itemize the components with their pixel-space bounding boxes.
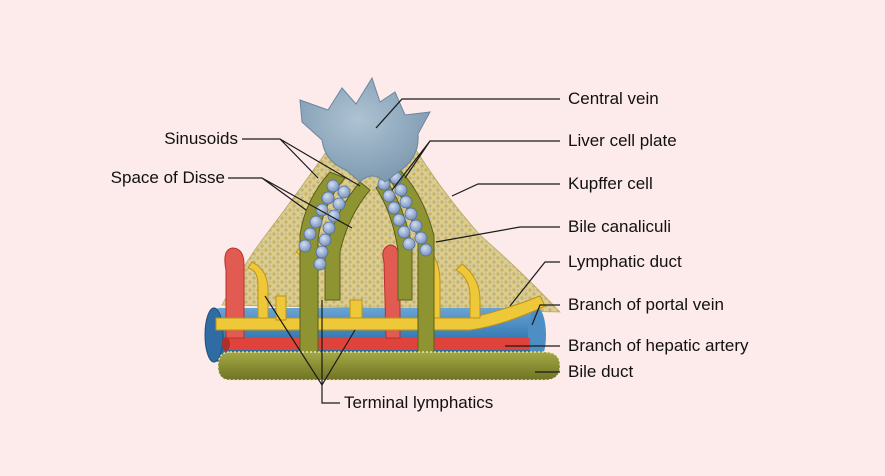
- label-branch-of-hepatic-artery: Branch of hepatic artery: [568, 336, 748, 356]
- label-branch-of-portal-vein: Branch of portal vein: [568, 295, 724, 315]
- label-space-of-disse: Space of Disse: [80, 168, 225, 188]
- label-terminal-lymphatics: Terminal lymphatics: [344, 393, 493, 413]
- label-bile-duct: Bile duct: [568, 362, 633, 382]
- label-bile-canaliculi: Bile canaliculi: [568, 217, 671, 237]
- leader-kupffer-cell: [452, 184, 560, 196]
- label-central-vein: Central vein: [568, 89, 659, 109]
- label-lymphatic-duct: Lymphatic duct: [568, 252, 682, 272]
- bile-duct: [218, 352, 560, 380]
- label-liver-cell-plate: Liver cell plate: [568, 131, 677, 151]
- label-kupffer-cell: Kupffer cell: [568, 174, 653, 194]
- label-sinusoids: Sinusoids: [130, 129, 238, 149]
